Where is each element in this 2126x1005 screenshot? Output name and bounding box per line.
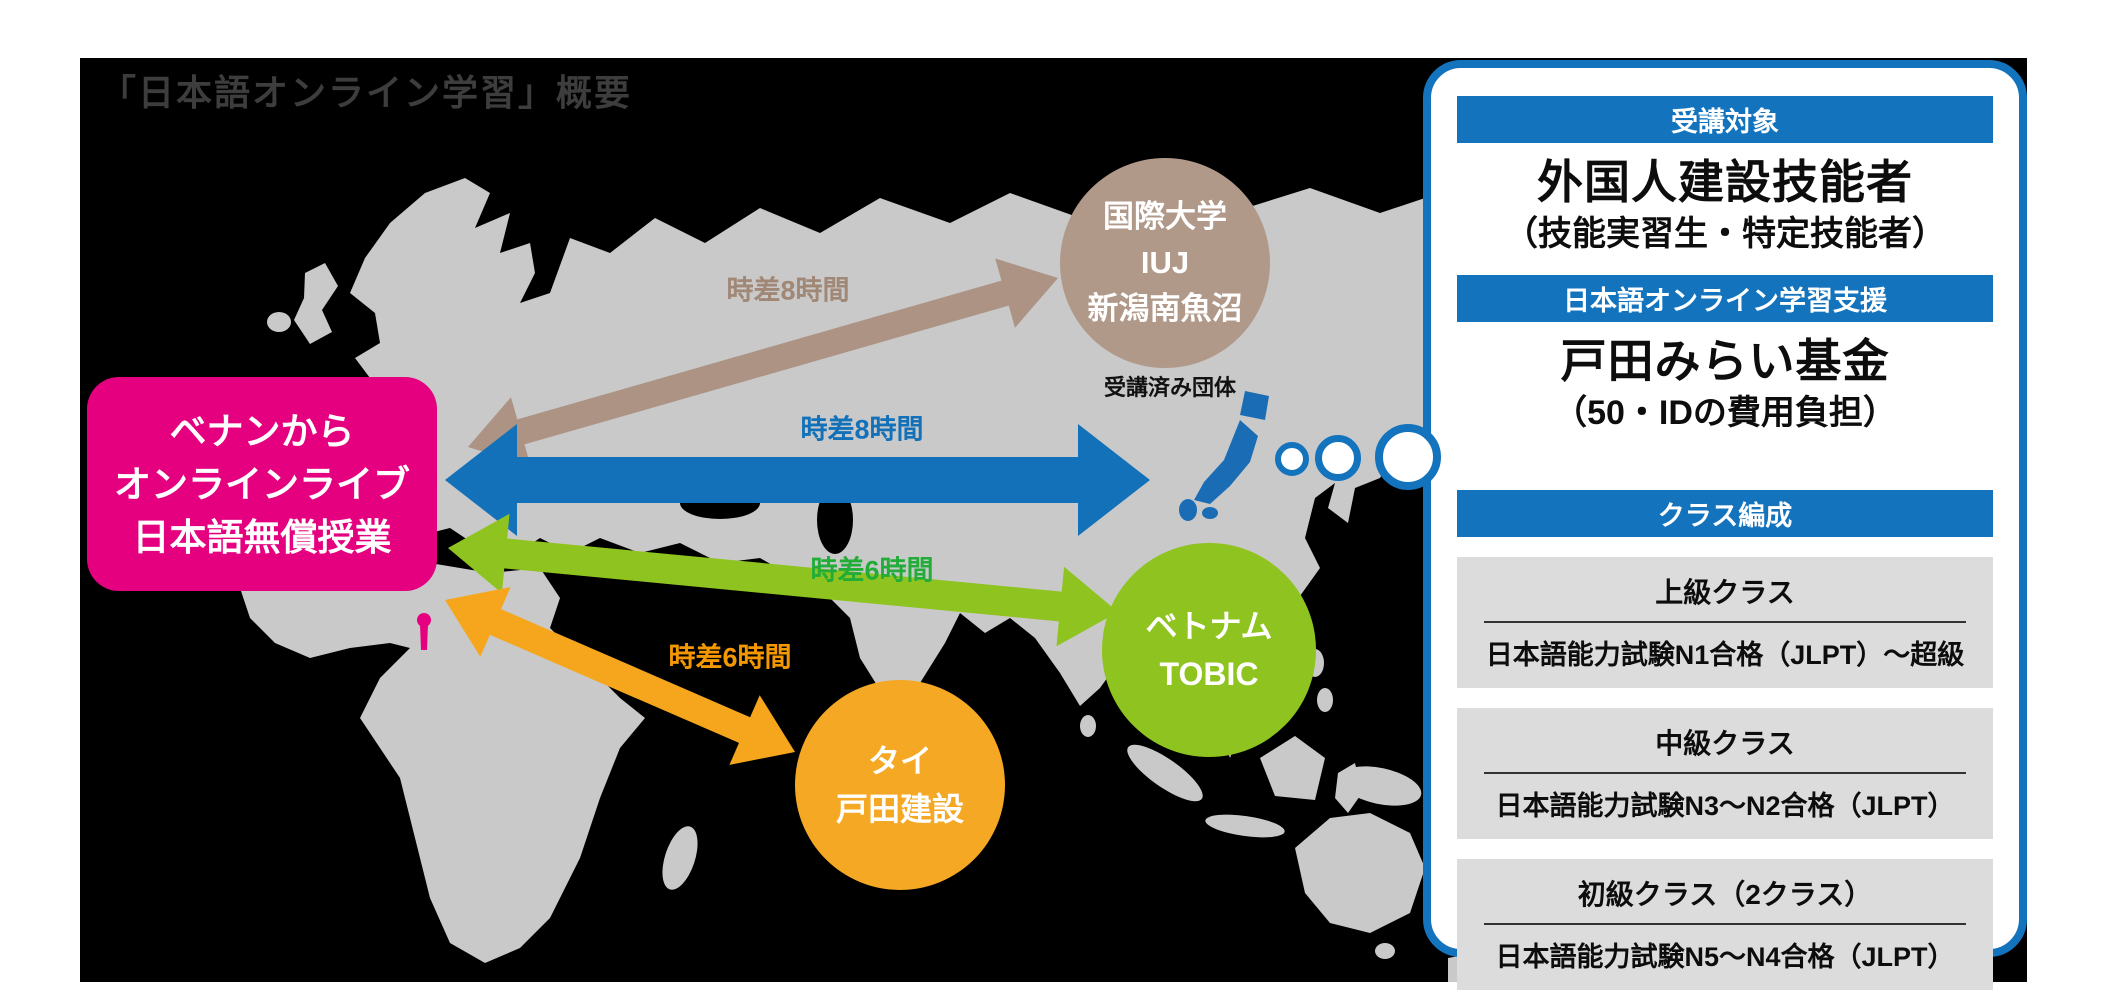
thought-bubble-small bbox=[1275, 442, 1309, 476]
japan-hokkaido bbox=[1240, 391, 1269, 420]
origin-line-2: オンラインライブ bbox=[114, 463, 410, 505]
land-new-guinea bbox=[1338, 766, 1422, 806]
class-desc-advanced: 日本語能力試験N1合格（JLPT）～超級 bbox=[1485, 640, 1965, 670]
header-learning-support: 日本語オンライン学習支援 bbox=[1457, 275, 1993, 322]
land-borneo bbox=[1260, 736, 1325, 800]
arrow-3 bbox=[445, 587, 795, 765]
header-target-audience: 受講対象 bbox=[1457, 96, 1993, 143]
time-diff-label-thailand: 時差6時間 bbox=[668, 642, 792, 673]
class-name-beginner: 初級クラス（2クラス） bbox=[1577, 879, 1873, 910]
iuj-line-1: 国際大学 bbox=[1103, 199, 1227, 234]
arrow-0 bbox=[468, 258, 1058, 467]
japan-kyushu bbox=[1179, 499, 1197, 521]
support-subtitle: （50・IDの費用負担） bbox=[1553, 394, 1897, 432]
vietnam-line-1: ベトナム bbox=[1145, 608, 1273, 644]
land-africa bbox=[240, 563, 645, 963]
node-vietnam-tobic: ベトナム TOBIC bbox=[1102, 543, 1316, 757]
page-title: 「日本語オンライン学習」概要 bbox=[100, 72, 633, 113]
target-title: 外国人建設技能者 bbox=[1537, 156, 1913, 208]
class-box-advanced: 上級クラス 日本語能力試験N1合格（JLPT）～超級 bbox=[1457, 557, 1993, 688]
vietnam-line-2: TOBIC bbox=[1159, 656, 1259, 692]
class-desc-beginner: 日本語能力試験N5～N4合格（JLPT） bbox=[1495, 942, 1955, 972]
thailand-line-2: 戸田建設 bbox=[835, 791, 964, 827]
land-sri-lanka bbox=[1080, 715, 1096, 737]
thought-bubble-medium bbox=[1315, 435, 1361, 481]
iuj-line-3: 新潟南魚沼 bbox=[1087, 291, 1243, 326]
japan-highlight bbox=[1179, 391, 1269, 521]
support-title: 戸田みらい基金 bbox=[1560, 335, 1890, 387]
time-diff-label-vietnam: 時差6時間 bbox=[810, 555, 934, 586]
land-philippines-2 bbox=[1317, 688, 1333, 712]
land-uk bbox=[294, 263, 338, 344]
node-thailand-toda: タイ 戸田建設 bbox=[795, 680, 1005, 890]
info-panel: 受講対象 外国人建設技能者 （技能実習生・特定技能者） 日本語オンライン学習支援… bbox=[1423, 60, 2027, 990]
class-box-intermediate: 中級クラス 日本語能力試験N3～N2合格（JLPT） bbox=[1457, 708, 1993, 839]
class-box-beginner: 初級クラス（2クラス） 日本語能力試験N5～N4合格（JLPT） bbox=[1457, 859, 1993, 990]
divider bbox=[1484, 621, 1966, 623]
thought-bubble-large bbox=[1375, 424, 1441, 490]
completed-group-note: 受講済み団体 bbox=[1103, 375, 1237, 400]
land-ireland bbox=[267, 312, 291, 332]
benin-marker bbox=[417, 613, 431, 650]
divider bbox=[1484, 772, 1966, 774]
origin-line-3: 日本語無償授業 bbox=[132, 516, 392, 558]
land-sumatra bbox=[1127, 744, 1203, 802]
iuj-line-2: IUJ bbox=[1140, 245, 1190, 280]
thailand-line-1: タイ bbox=[867, 743, 932, 779]
land-australia bbox=[1295, 813, 1425, 933]
land-java bbox=[1205, 814, 1285, 838]
japan-shikoku bbox=[1202, 507, 1218, 519]
class-name-intermediate: 中級クラス bbox=[1655, 728, 1795, 759]
land-tasmania bbox=[1375, 943, 1395, 959]
time-diff-label-iuj: 時差8時間 bbox=[726, 275, 850, 306]
time-difference-arrows bbox=[445, 258, 1150, 765]
divider bbox=[1484, 923, 1966, 925]
origin-line-1: ベナンから bbox=[169, 410, 355, 452]
header-class-structure: クラス編成 bbox=[1457, 490, 1993, 537]
time-diff-label-japan: 時差8時間 bbox=[800, 414, 924, 445]
japan-honshu bbox=[1194, 420, 1258, 504]
class-name-advanced: 上級クラス bbox=[1655, 577, 1795, 608]
node-iuj-niigata: 国際大学 IUJ 新潟南魚沼 bbox=[1060, 158, 1270, 368]
class-desc-intermediate: 日本語能力試験N3～N2合格（JLPT） bbox=[1495, 791, 1955, 821]
land-madagascar bbox=[662, 826, 698, 890]
target-subtitle: （技能実習生・特定技能者） bbox=[1504, 215, 1946, 253]
origin-benin-box: ベナンから オンラインライブ 日本語無償授業 bbox=[87, 377, 437, 591]
arrow-2 bbox=[448, 513, 1118, 647]
arrow-1 bbox=[445, 424, 1150, 536]
